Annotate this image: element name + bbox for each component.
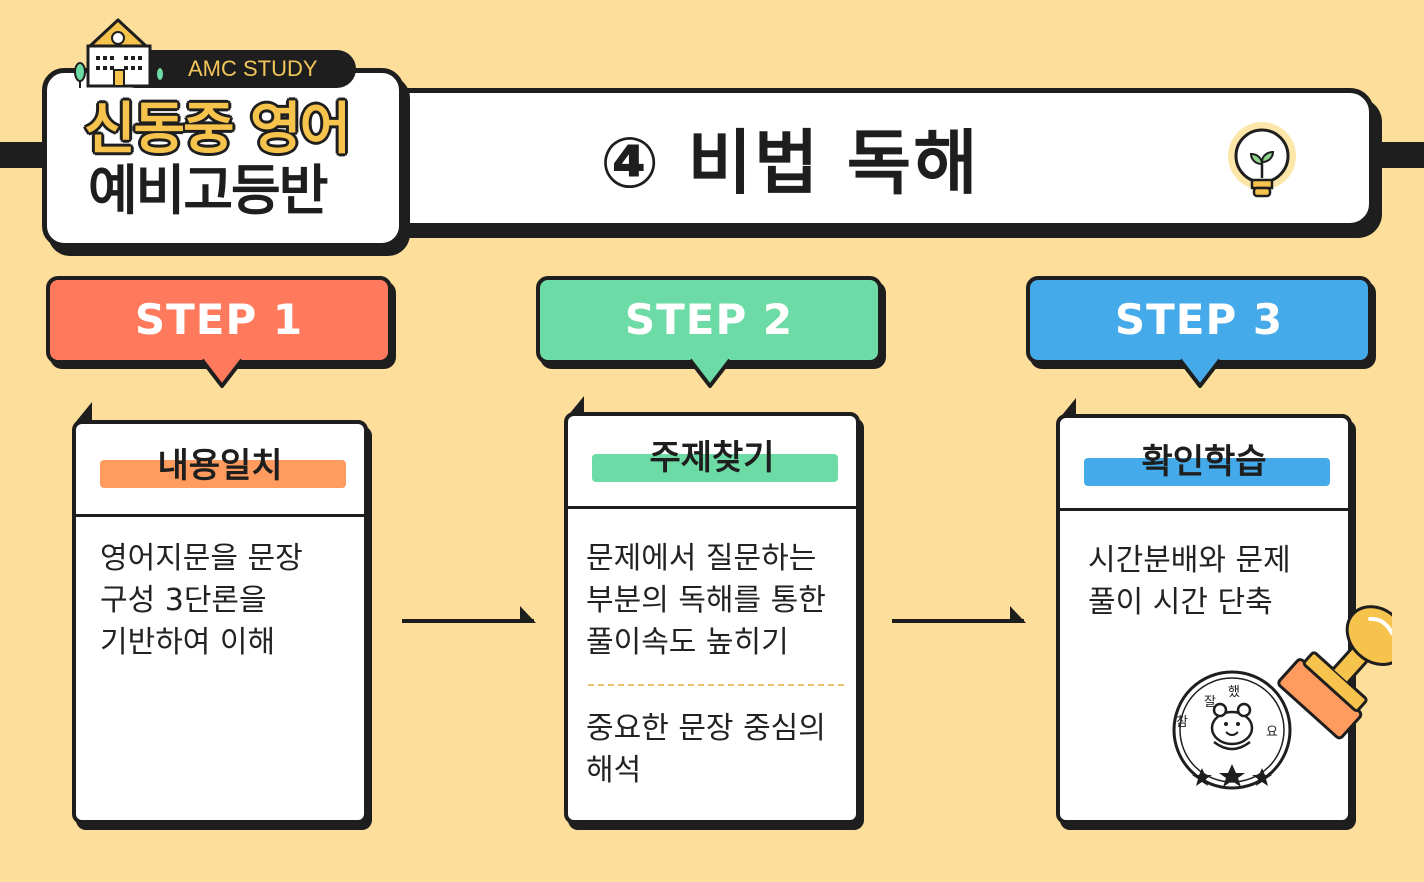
step1-heading-highlight [100,460,346,488]
step2-dashed-separator [588,684,844,686]
step3-pointer [1178,358,1222,388]
step2-text-line1: 문제에서 질문하는 [586,541,817,576]
step2-text-line2: 부분의 독해를 통한 [586,583,826,618]
step1-divider [76,514,364,517]
logo-box [42,68,404,248]
lightbulb-icon [1228,122,1296,198]
step2-text-line4: 중요한 문장 중심의 [586,711,826,746]
step1-label: STEP 1 [134,295,304,344]
svg-text:잘: 잘 [1204,695,1216,710]
page-title: ④ 비법 독해 [600,122,980,204]
step1-pointer [200,358,244,388]
step3-heading-highlight [1084,458,1330,486]
card1-corner-tab [74,402,92,424]
step3-text-line1: 시간분배와 문제 [1088,543,1291,578]
logo-title-line1: 신동중 영어 [84,97,351,162]
step1-text-line1: 영어지문을 문장 [100,541,303,576]
stamp-icon: 잘 참 했 요 [1172,605,1392,790]
step2-pointer [688,358,732,388]
logo-badge [116,50,356,88]
step3-divider [1060,508,1348,511]
step3-heading: 확인학습 [1141,442,1267,482]
arrow-right-icon [402,606,536,623]
svg-text:했: 했 [1228,684,1240,700]
school-building-icon [74,18,165,88]
step2-card: 주제찾기 문제에서 질문하는 부분의 독해를 통한 풀이속도 높히기 중요한 문… [564,412,860,824]
step2-text-line3: 풀이속도 높히기 [586,625,789,660]
step1-header: STEP 1 [46,276,392,364]
step2-heading-highlight [592,454,838,482]
arrow-right-icon [892,606,1026,623]
step2-divider [568,506,856,509]
title-bar [376,88,1374,228]
step2-heading: 주제찾기 [649,438,775,478]
svg-text:참: 참 [1176,715,1188,730]
step2-label: STEP 2 [624,295,794,344]
step3-text-line2: 풀이 시간 단축 [1088,585,1273,620]
step2-header: STEP 2 [536,276,882,364]
logo-badge-text: AMC STUDY [188,56,318,81]
step1-text-line3: 기반하여 이해 [100,625,276,660]
svg-text:요: 요 [1266,725,1278,740]
step1-heading: 내용일치 [157,446,283,486]
step3-label: STEP 3 [1114,295,1284,344]
step3-header: STEP 3 [1026,276,1372,364]
step1-card: 내용일치 영어지문을 문장 구성 3단론을 기반하여 이해 [72,420,368,824]
logo-title-line2: 예비고등반 [88,159,328,222]
step1-text-line2: 구성 3단론을 [100,583,267,618]
step2-text-line5: 해석 [586,753,642,788]
